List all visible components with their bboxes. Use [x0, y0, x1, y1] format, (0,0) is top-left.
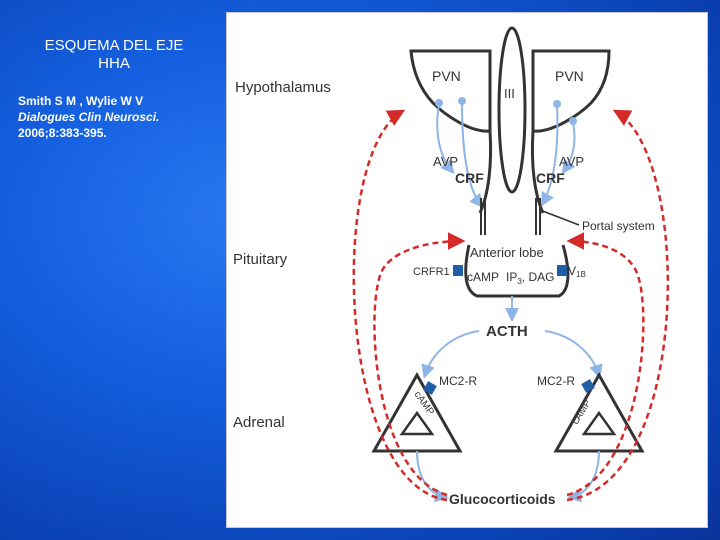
- pvn-right-label: PVN: [555, 68, 584, 84]
- feedback-outer-right: [566, 109, 669, 502]
- pvn-left-nucleus: [409, 49, 492, 133]
- ip3-dag-label: IP3, DAG: [506, 270, 554, 286]
- adrenal-left-core: [399, 410, 435, 436]
- mc2r-right-receptor: [581, 379, 595, 393]
- citation-journal: Dialogues Clin Neurosci.: [18, 110, 160, 124]
- anterior-lobe-label: Anterior lobe: [470, 245, 544, 260]
- avp-right-label: AVP: [559, 154, 584, 169]
- hha-axis-diagram: Hypothalamus Pituitary Adrenal PVN PVN I…: [226, 12, 708, 528]
- camp-pituitary-label: cAMP: [467, 270, 499, 284]
- feedback-inner-left: [373, 232, 466, 497]
- crfr1-label: CRFR1: [413, 266, 450, 278]
- third-ventricle-label: III: [504, 86, 515, 101]
- pvn-right-nucleus: [531, 49, 611, 133]
- pvn-left-label: PVN: [432, 68, 461, 84]
- v1b-label: V1B: [568, 264, 586, 279]
- third-ventricle: [497, 26, 527, 194]
- citation-reference: 2006;8:383-395.: [18, 126, 107, 140]
- glucocorticoid-left-arrow: [416, 450, 449, 503]
- crfr1-receptor: [453, 265, 463, 276]
- portal-system-label: Portal system: [582, 219, 655, 233]
- citation-authors: Smith S M , Wylie W V: [18, 94, 144, 108]
- crf-left-label: CRF: [455, 170, 484, 186]
- mc2r-right-label: MC2-R: [537, 374, 575, 388]
- adrenal-right-core: [581, 410, 617, 436]
- region-label-pituitary: Pituitary: [233, 251, 288, 268]
- mc2r-left-label: MC2-R: [439, 374, 477, 388]
- glucocorticoid-right-arrow: [567, 450, 600, 503]
- region-label-hypothalamus: Hypothalamus: [235, 79, 331, 96]
- stalk-left-wall: [478, 130, 493, 214]
- camp-right-adrenal-label: cAMP: [570, 398, 594, 427]
- acth-to-left-adrenal: [421, 330, 480, 379]
- neuron-somas: [435, 97, 577, 125]
- region-label-adrenal: Adrenal: [233, 414, 285, 431]
- portal-system-pointer: [539, 209, 580, 226]
- feedback-outer-left: [352, 109, 448, 502]
- portal-vessels: [480, 198, 541, 235]
- diagram-canvas: Hypothalamus Pituitary Adrenal PVN PVN I…: [233, 26, 669, 507]
- glucocorticoids-label: Glucocorticoids: [449, 491, 556, 507]
- acth-to-right-adrenal: [544, 330, 603, 379]
- avp-left-label: AVP: [433, 154, 458, 169]
- mc2r-left-receptor: [423, 381, 437, 395]
- acth-label: ACTH: [486, 323, 528, 340]
- slide-title: ESQUEMA DEL EJE HHA: [44, 37, 184, 72]
- feedback-inner-right: [566, 232, 645, 497]
- anterior-lobe: [464, 244, 570, 298]
- v1b-receptor: [557, 265, 567, 276]
- crf-right-label: CRF: [536, 170, 565, 186]
